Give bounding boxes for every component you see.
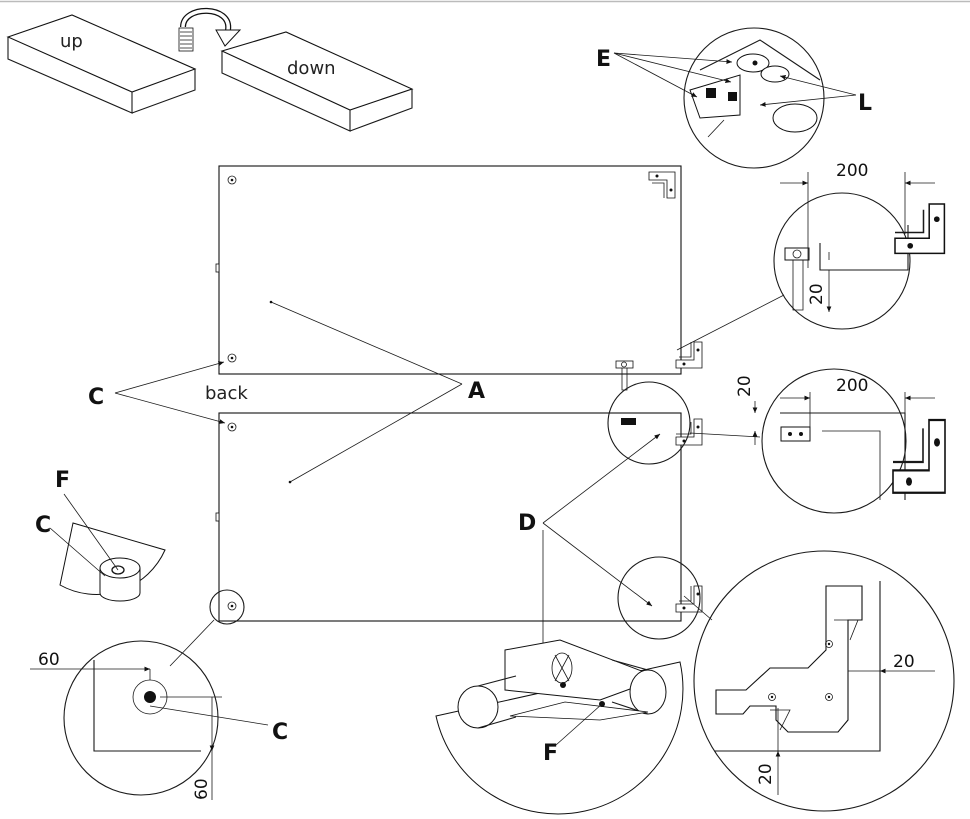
flip-arrow-icon [178, 7, 242, 52]
back-label: back [205, 383, 248, 404]
label-c: C [88, 385, 104, 410]
dim-60-vertical: 60 [192, 778, 212, 800]
label-d: D [518, 511, 536, 536]
detail-circle-d-top [607, 381, 691, 465]
hinge-detail-e-l: E L [596, 27, 872, 169]
label-f: F [543, 741, 558, 766]
dim-20-big-horizontal: 20 [893, 652, 915, 672]
detail-hinge-top-zoom: 200 20 [676, 161, 946, 351]
detail-hinge-mid-zoom: 20 200 [689, 368, 947, 514]
callout-a: A [269, 300, 485, 484]
label-a: A [468, 379, 485, 404]
dim-20-mid: 20 [735, 375, 755, 397]
label-e: E [596, 47, 611, 72]
panel-down-illustration: down [220, 31, 414, 132]
hinge-plate [615, 360, 634, 369]
detail-bracket-large: 20 20 [683, 550, 955, 812]
detail-circle-c [209, 589, 245, 625]
callout-d: D [518, 433, 661, 655]
leveling-foot-detail: F C [35, 468, 166, 602]
detail-c-zoom: C 60 60 [30, 619, 288, 800]
dim-20-big-vertical: 20 [756, 763, 776, 785]
detail-circle-d-bottom [617, 556, 701, 640]
upper-panel [215, 165, 703, 391]
hinge-plate [621, 418, 636, 425]
dim-20-top: 20 [807, 283, 827, 305]
down-label: down [287, 58, 336, 79]
dim-200-top: 200 [836, 161, 868, 181]
up-label: up [60, 31, 83, 52]
label-l: L [858, 91, 872, 116]
callout-c-left: C back [88, 361, 248, 424]
corner-foot-3d-detail: F [435, 639, 684, 815]
dim-60-horizontal: 60 [38, 650, 60, 670]
label-c: C [272, 720, 288, 745]
label-c: C [35, 513, 51, 538]
lower-panel [215, 412, 703, 622]
panel-up-illustration: up [6, 14, 197, 114]
dim-200-mid: 200 [836, 376, 868, 396]
label-f: F [55, 468, 70, 493]
